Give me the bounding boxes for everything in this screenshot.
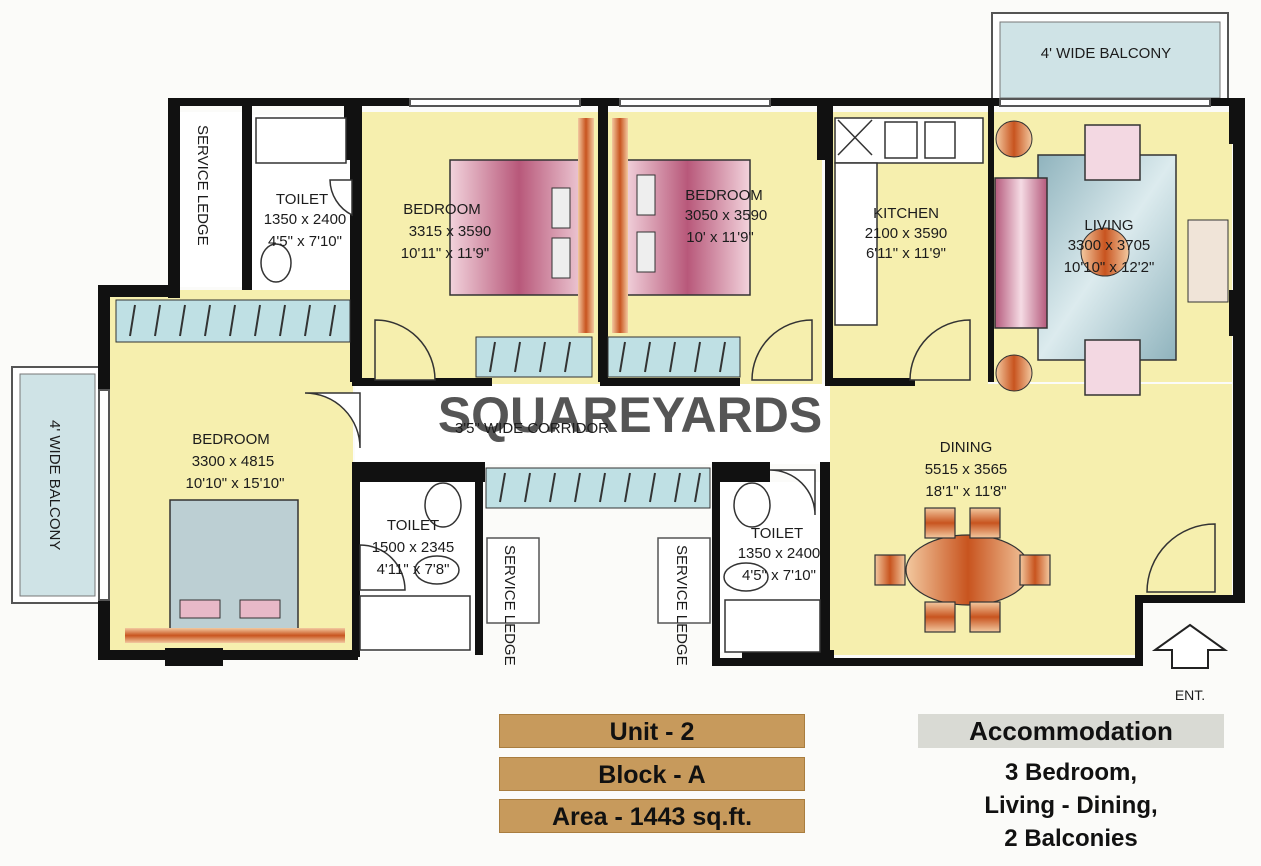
kitchen-imperial: 6'11" x 11'9" — [866, 245, 946, 262]
entrance-label: ENT. — [1175, 687, 1205, 703]
bedroom3-imperial: 10'10" x 15'10" — [186, 475, 285, 492]
service-ledge-label-left: SERVICE LEDGE — [501, 545, 518, 666]
side-tables — [578, 118, 628, 333]
living-metric: 3300 x 3705 — [1068, 237, 1151, 254]
toilet1-imperial: 4'5" x 7'10" — [268, 233, 342, 250]
wardrobe-hangers — [129, 304, 726, 503]
kitchen-name: KITCHEN — [873, 205, 939, 222]
bedroom3-metric: 3300 x 4815 — [192, 453, 275, 470]
bedroom3-name: BEDROOM — [192, 431, 270, 448]
accommodation-title: Accommodation — [918, 714, 1224, 748]
toilet-fixtures — [255, 117, 821, 653]
area-label: Area - 1443 sq.ft. — [499, 799, 805, 833]
toilet2-imperial: 4'11" x 7'8" — [377, 561, 450, 578]
living-furniture — [994, 120, 1229, 396]
balcony-left — [11, 366, 101, 604]
living-imperial: 10'10" x 12'2" — [1064, 259, 1155, 276]
service-ledge-label-top: SERVICE LEDGE — [194, 125, 211, 246]
door-swings — [304, 179, 1216, 593]
dining-furniture — [874, 507, 1051, 633]
corridor-label: 3'5" WIDE CORRIDOR — [455, 420, 609, 437]
watermark: SQUAREYARDS — [438, 387, 822, 443]
accommodation-line-1: 3 Bedroom, — [1004, 759, 1138, 786]
toilet3-imperial: 4'5" x 7'10" — [742, 567, 816, 584]
kitchen-metric: 2100 x 3590 — [865, 225, 948, 242]
kitchen-counter — [834, 117, 984, 326]
accommodation-line-2: Living - Dining, — [984, 792, 1158, 819]
windows — [98, 98, 1211, 601]
dining-metric: 5515 x 3565 — [925, 461, 1008, 478]
bed-bedroom3 — [125, 499, 345, 643]
bedroom2-name: BEDROOM — [685, 187, 763, 204]
entrance-arrow-icon — [1151, 623, 1229, 669]
toilet3-metric: 1350 x 2400 — [738, 545, 821, 562]
bed-bedroom1 — [449, 159, 589, 296]
accommodation-line-3: 2 Balconies — [1004, 825, 1138, 852]
service-ledge-label-right: SERVICE LEDGE — [673, 545, 690, 666]
dining-name: DINING — [940, 439, 993, 456]
toilet3-name: TOILET — [751, 525, 803, 542]
toilet1-name: TOILET — [276, 191, 328, 208]
block-label: Block - A — [499, 757, 805, 791]
bedroom1-name: BEDROOM — [403, 201, 481, 218]
bed-bedroom2 — [624, 159, 751, 296]
living-name: LIVING — [1084, 217, 1133, 234]
dining-imperial: 18'1" x 11'8" — [925, 483, 1006, 500]
bedroom1-metric: 3315 x 3590 — [409, 223, 492, 240]
unit-label: Unit - 2 — [499, 714, 805, 748]
balcony-left-label: 4' WIDE BALCONY — [46, 420, 63, 550]
balcony-top-label: 4' WIDE BALCONY — [1041, 45, 1171, 62]
toilet2-metric: 1500 x 2345 — [372, 539, 455, 556]
balcony-top — [991, 12, 1229, 102]
bedroom1-imperial: 10'11" x 11'9" — [401, 245, 489, 262]
toilet2-name: TOILET — [387, 517, 439, 534]
bedroom2-imperial: 10' x 11'9" — [686, 229, 754, 246]
service-ledges — [486, 537, 711, 624]
toilet1-metric: 1350 x 2400 — [264, 211, 347, 228]
bedroom2-metric: 3050 x 3590 — [685, 207, 768, 224]
